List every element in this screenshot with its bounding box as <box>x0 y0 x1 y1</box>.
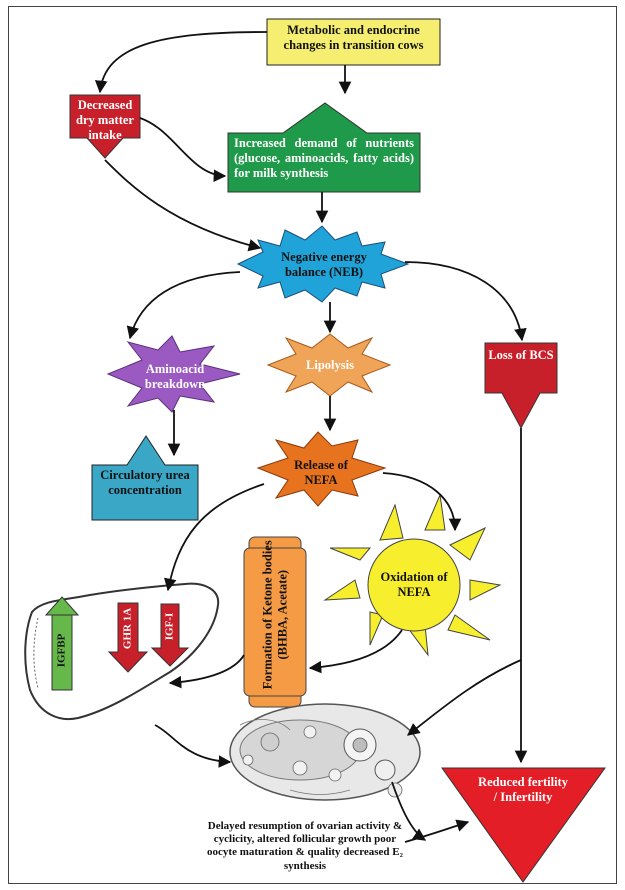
connectors <box>94 31 528 843</box>
arrow-box-bcs <box>484 342 558 430</box>
star-nefa <box>256 431 387 507</box>
label-aminoacid: Aminoacid breakdown <box>144 362 206 391</box>
label-fertility: Reduced fertility / Infertility <box>478 775 568 804</box>
star-neb <box>236 225 410 303</box>
label-ghr: GHR 1A <box>121 607 134 650</box>
label-ketone: Formation of Ketone bodies (BHBA, Acetat… <box>260 540 289 690</box>
label-igf: IGF-I <box>163 612 176 641</box>
arrow-box-urea <box>91 435 199 521</box>
arrow-igf <box>150 603 190 667</box>
label-top: Metabolic and endocrine changes in trans… <box>283 23 424 52</box>
label-neb: Negative energy balance (NEB) <box>281 250 367 279</box>
arrow-ghr <box>107 602 149 673</box>
triangle-fertility <box>441 767 606 883</box>
label-dmi: Decreased dry matter intake <box>76 98 134 142</box>
diagram-frame <box>8 6 617 884</box>
arrow-box-dmi <box>69 94 141 159</box>
arrow-igfbp <box>44 596 80 691</box>
box-ketone-body <box>243 547 307 697</box>
star-aminoacid <box>106 335 241 413</box>
label-ovary-caption: Delayed resumption of ovarian activity &… <box>207 820 403 872</box>
star-lipolysis <box>266 333 392 397</box>
label-igfbp: IGFBP <box>55 633 68 668</box>
sun-oxidation <box>323 493 502 657</box>
label-oxidation: Oxidation of NEFA <box>380 570 448 599</box>
label-demand: Increased demand of nutrients (glucose, … <box>234 136 414 180</box>
label-nefa-release: Release of NEFA <box>294 458 348 487</box>
label-urea: Circulatory urea concentration <box>100 468 190 497</box>
arrow-box-demand <box>227 102 421 193</box>
label-lipolysis: Lipolysis <box>306 358 354 372</box>
label-bcs: Loss of BCS <box>488 348 554 362</box>
ovary-illustration <box>229 703 421 801</box>
box-top <box>266 18 441 66</box>
